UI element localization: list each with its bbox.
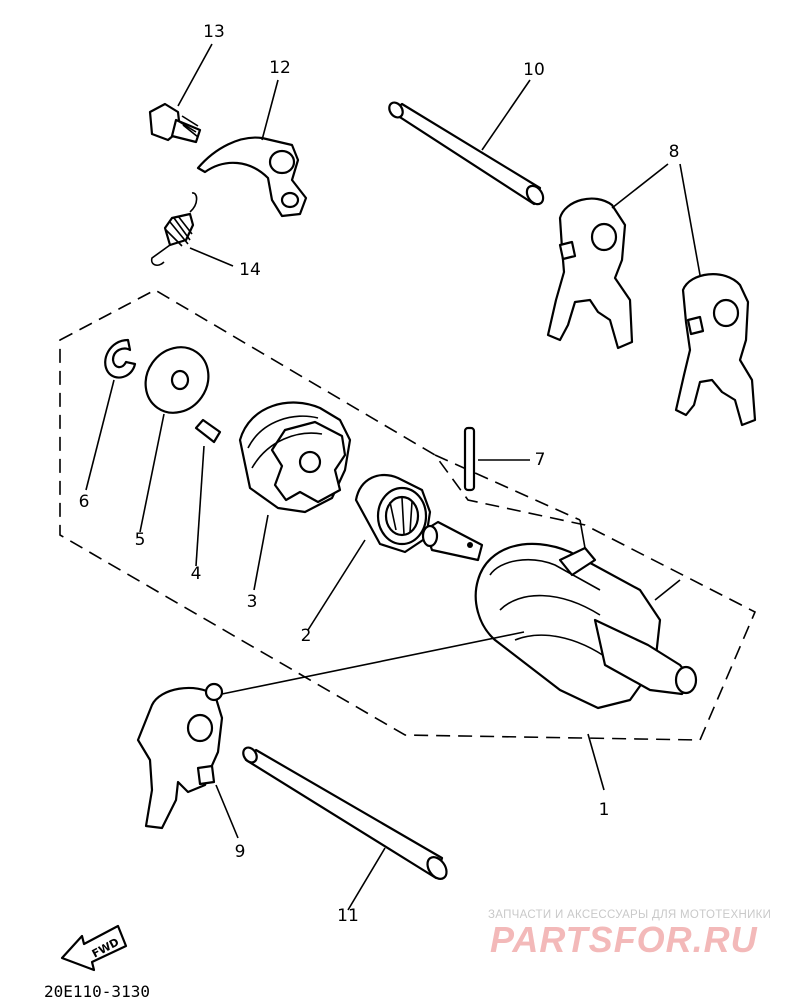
callout-1: 1 xyxy=(599,800,610,820)
callout-14: 14 xyxy=(239,260,261,280)
callout-11: 11 xyxy=(337,906,359,926)
part-7-pin xyxy=(463,426,476,492)
callout-8: 8 xyxy=(669,142,680,162)
part-5-washer xyxy=(144,346,210,414)
fwd-arrow: FWD xyxy=(60,924,128,972)
part-8-shift-fork-upper xyxy=(546,197,634,350)
callout-12: 12 xyxy=(269,58,291,78)
part-10-fork-shaft xyxy=(388,101,545,206)
part-12-stopper-lever xyxy=(196,136,308,218)
callout-5: 5 xyxy=(135,530,146,550)
part-6-circlip xyxy=(104,338,137,379)
callout-13: 13 xyxy=(203,22,225,42)
part-9-shift-fork-left xyxy=(136,682,224,830)
reference-code: 20E110-3130 xyxy=(44,982,150,1001)
callout-2: 2 xyxy=(301,626,312,646)
callout-7: 7 xyxy=(535,450,546,470)
part-2-bearing xyxy=(354,473,432,554)
callout-4: 4 xyxy=(191,564,202,584)
part-1-shift-drum xyxy=(421,520,698,710)
part-3-segment xyxy=(238,401,352,514)
watermark-tagline: ЗАПЧАСТИ И АКСЕССУАРЫ ДЛЯ МОТОТЕХНИКИ xyxy=(488,909,771,921)
part-14-spring xyxy=(150,192,198,267)
callout-labels: 13 12 10 8 14 7 6 5 4 3 2 1 9 11 xyxy=(79,22,680,926)
part-8-shift-fork-lower xyxy=(674,273,757,427)
leader-lines xyxy=(85,43,701,911)
callout-3: 3 xyxy=(247,592,258,612)
part-11-fork-shaft xyxy=(242,746,448,880)
assembly-outline xyxy=(59,289,757,741)
part-4-dowel-pin xyxy=(194,418,222,444)
callout-6: 6 xyxy=(79,492,90,512)
callout-9: 9 xyxy=(235,842,246,862)
watermark: ЗАПЧАСТИ И АКСЕССУАРЫ ДЛЯ МОТОТЕХНИКИ PA… xyxy=(488,909,771,960)
watermark-logo: PARTSFOR.RU xyxy=(490,919,758,960)
callout-10: 10 xyxy=(523,60,545,80)
part-13-bolt xyxy=(148,102,202,144)
